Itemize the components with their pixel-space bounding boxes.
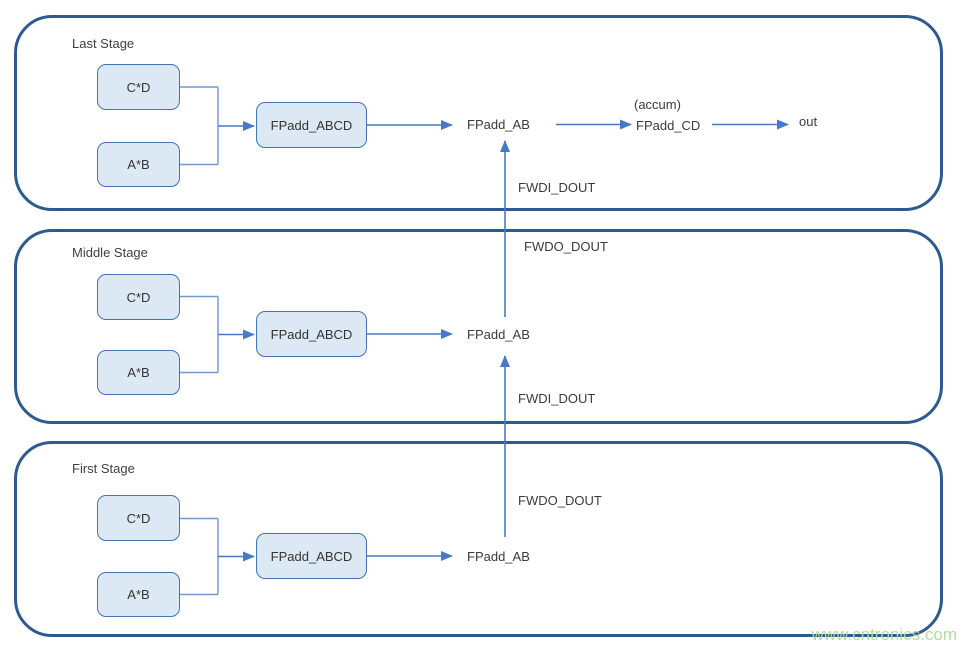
block-ab-mult-last: A*B (97, 142, 180, 187)
label-fwdi-dout-last: FWDI_DOUT (518, 180, 596, 195)
junction-lines-last (180, 86, 219, 166)
node-out: out (799, 114, 818, 129)
block-ab-mult-first: A*B (97, 572, 180, 617)
block-cd-mult-middle: C*D (97, 274, 180, 320)
stage-container-middle (14, 229, 943, 424)
stage-container-last (14, 15, 943, 211)
block-cd-mult-last: C*D (97, 64, 180, 110)
label-fwdo-dout-middle: FWDO_DOUT (524, 239, 608, 254)
block-fpadd-abcd-first: FPadd_ABCD (256, 533, 367, 579)
label-fwdi-dout-middle: FWDI_DOUT (518, 391, 596, 406)
node-fpadd-ab-last: FPadd_AB (467, 117, 530, 132)
junction-lines-first (180, 517, 219, 596)
node-fpadd-ab-first: FPadd_AB (467, 549, 530, 564)
stage-container-first (14, 441, 943, 637)
stage-title-first: First Stage (72, 461, 135, 476)
node-fpadd-ab-middle: FPadd_AB (467, 327, 530, 342)
stage-title-last: Last Stage (72, 36, 135, 51)
block-cd-mult-first: C*D (97, 495, 180, 541)
accum-note: (accum) (634, 97, 681, 112)
watermark: www.cntronics.com (811, 625, 957, 644)
stage-title-middle: Middle Stage (72, 245, 148, 260)
node-fpadd-cd-last: FPadd_CD (636, 118, 701, 133)
block-fpadd-abcd-last: FPadd_ABCD (256, 102, 367, 148)
block-ab-mult-middle: A*B (97, 350, 180, 395)
block-fpadd-abcd-middle: FPadd_ABCD (256, 311, 367, 357)
junction-lines-middle (180, 295, 219, 374)
label-fwdo-dout-first: FWDO_DOUT (518, 493, 602, 508)
